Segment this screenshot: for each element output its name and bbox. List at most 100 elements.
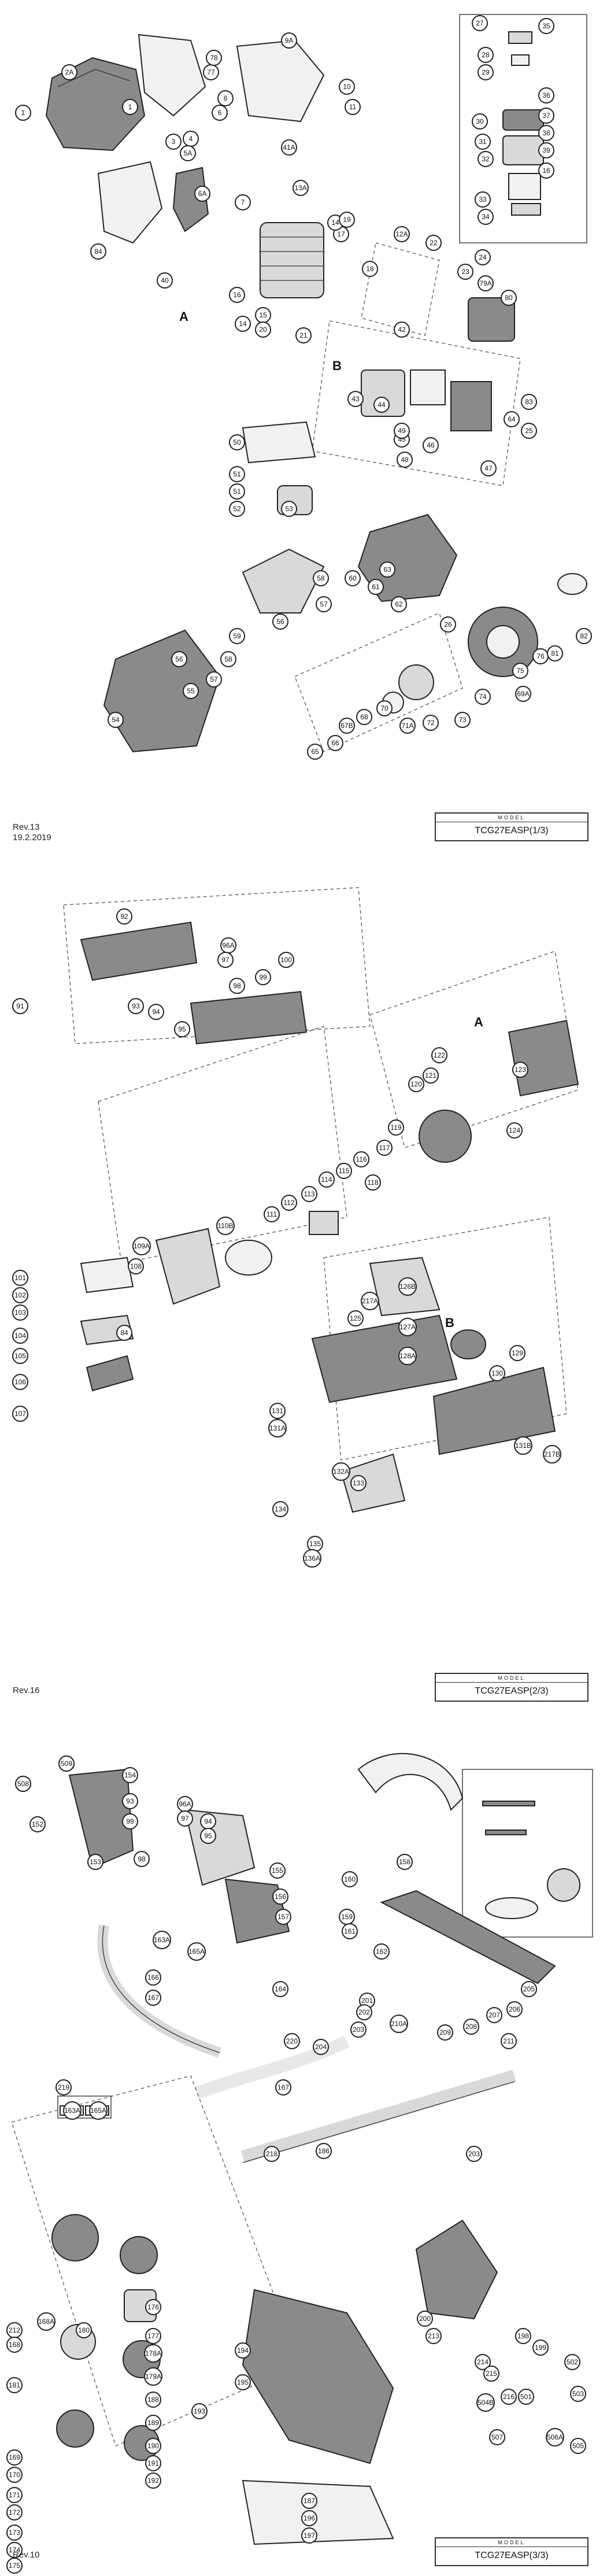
callout-label: 213 — [428, 2332, 439, 2340]
callout-168: 168 — [6, 2337, 23, 2353]
callout-label: 168A — [38, 2318, 54, 2326]
callout-label: 101 — [14, 1274, 26, 1282]
callout-circle — [235, 2342, 251, 2359]
tank-cap-129 — [450, 1329, 486, 1359]
callout-label: 83 — [525, 398, 533, 406]
shield-198 — [242, 2479, 394, 2545]
callout-label: 112 — [283, 1199, 294, 1207]
callout-label: 20 — [259, 326, 267, 334]
callout-label: 99 — [259, 973, 267, 981]
callout-72: 72 — [423, 715, 439, 731]
callout-131: 131 — [269, 1403, 286, 1419]
callout-99: 99 — [122, 1813, 138, 1830]
callout-circle — [506, 2001, 523, 2017]
callout-label: 91 — [16, 1002, 24, 1010]
callout-circle — [122, 1813, 138, 1830]
callout-label: 51 — [233, 470, 241, 478]
callout-circle — [171, 651, 187, 667]
callout-label: 179A — [145, 2372, 161, 2381]
callout-circle — [37, 2312, 55, 2331]
callout-circle — [90, 243, 106, 260]
callout-30: 30 — [472, 113, 488, 130]
callout-circle — [423, 715, 439, 731]
callout-label: 217B — [544, 1450, 560, 1458]
callout-label: 506A — [547, 2433, 563, 2441]
callouts-sheet-2: 919293949596A979899100101102103104105106… — [12, 908, 561, 1568]
callout-156: 156 — [272, 1888, 288, 1905]
callout-label: 193 — [194, 2407, 205, 2415]
callout-108: 108 — [128, 1258, 144, 1274]
callout-label: 30 — [476, 117, 484, 125]
callout-label: 217A — [362, 1297, 378, 1305]
callout-circle — [515, 2328, 531, 2344]
callout-label: 58 — [317, 574, 325, 582]
callout-label: 71A — [401, 722, 413, 730]
callout-98: 98 — [229, 978, 245, 994]
callout-130: 130 — [489, 1365, 505, 1381]
callout-219: 219 — [55, 2079, 72, 2095]
callout-61: 61 — [368, 579, 384, 595]
callout-circle — [515, 686, 531, 702]
callout-label: 67B — [340, 722, 353, 730]
callout-label: 115 — [338, 1167, 349, 1175]
callout-label: 192 — [147, 2477, 159, 2485]
callout-circle — [272, 1888, 288, 1905]
callout-112: 112 — [281, 1195, 297, 1211]
callout-label: 187 — [304, 2497, 315, 2505]
callout-circle — [373, 397, 390, 413]
callout-circle — [478, 275, 494, 291]
callout-circle — [394, 321, 410, 338]
carburetor-inset-frame — [459, 14, 587, 243]
part-38 — [508, 173, 541, 200]
callout-label: 156 — [275, 1893, 286, 1901]
callout-label: 119 — [390, 1123, 401, 1132]
callout-508: 508 — [15, 1776, 31, 1792]
callout-label: 175 — [9, 2562, 20, 2570]
callout-31: 31 — [475, 134, 491, 150]
callout-circle — [398, 1318, 417, 1336]
callout-171: 171 — [6, 2487, 23, 2503]
callout-circle — [272, 1981, 288, 1997]
callout-62: 62 — [391, 596, 407, 612]
callout-label: 197 — [304, 2531, 315, 2540]
callout-label: 210A — [391, 2020, 407, 2028]
callout-label: 23 — [461, 268, 469, 276]
callout-67b: 67B — [339, 718, 355, 734]
callout-circle — [12, 1406, 28, 1422]
callout-circle — [6, 2504, 23, 2520]
callout-3: 3 — [165, 134, 182, 150]
callout-155: 155 — [269, 1862, 286, 1879]
callout-circle — [376, 700, 393, 716]
callout-27: 27 — [472, 15, 488, 31]
callout-label: 159 — [341, 1913, 353, 1921]
callout-label: 132A — [333, 1468, 349, 1476]
reference-letter-a: A — [179, 309, 188, 324]
callout-162: 162 — [373, 1943, 390, 1960]
callout-circle — [255, 969, 271, 985]
callout-195: 195 — [235, 2374, 251, 2390]
callout-circle — [132, 1237, 151, 1255]
callout-57: 57 — [316, 596, 332, 612]
callout-label: 22 — [430, 239, 438, 247]
callout-circle — [425, 235, 442, 251]
clutch-drum-110B — [225, 1240, 272, 1276]
part-25 — [508, 31, 532, 44]
callout-circle — [538, 142, 554, 158]
callout-label: 128A — [399, 1352, 416, 1360]
callout-circle — [368, 579, 384, 595]
callout-117: 117 — [376, 1140, 393, 1156]
callout-506a: 506A — [546, 2428, 564, 2446]
callout-114: 114 — [319, 1171, 335, 1188]
callout-circle — [501, 290, 517, 306]
callout-label: 168 — [9, 2341, 20, 2349]
callout-circle — [504, 411, 520, 427]
callout-129: 129 — [509, 1345, 525, 1361]
air-cleaner-41A — [361, 369, 405, 417]
part-35-37 — [502, 135, 544, 165]
callout-59: 59 — [229, 628, 245, 644]
callout-97: 97 — [177, 1810, 193, 1827]
callout-circle — [347, 391, 364, 407]
callout-218: 218 — [264, 2146, 280, 2162]
callout-198: 198 — [515, 2328, 531, 2344]
callout-circle — [63, 2101, 82, 2120]
